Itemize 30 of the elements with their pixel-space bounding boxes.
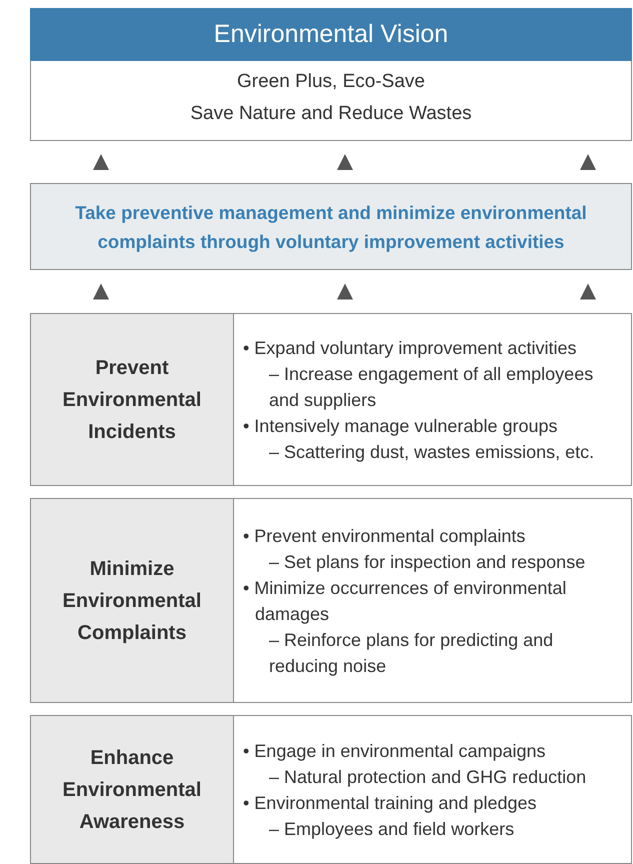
bullet-item: • Minimize occurrences of environmental damages <box>243 576 568 626</box>
bullet-item: • Prevent environmental complaints <box>243 524 526 548</box>
up-arrow <box>337 283 353 300</box>
bullet-item: • Engage in environmental campaigns <box>243 740 546 763</box>
up-arrow <box>93 154 109 170</box>
sub-item: – Set plans for inspection and response <box>268 550 586 574</box>
strategy-row <box>30 498 632 703</box>
heading-band: Environmental Vision <box>30 8 632 61</box>
sub-item: – Reinforce plans for predicting and reducing noise <box>268 628 554 678</box>
sub-item: – Employees and field workers <box>268 818 516 841</box>
up-arrow <box>93 283 109 300</box>
panel-box <box>30 183 632 270</box>
up-arrow <box>580 283 596 300</box>
category-title: Minimize Environmental Complaints <box>62 556 202 646</box>
bullet-item: • Intensively manage vulnerable groups <box>243 414 558 438</box>
vision-text: Save Nature and Reduce Wastes <box>189 103 473 125</box>
strategy-row <box>30 715 632 864</box>
panel-box <box>30 8 632 141</box>
strategy-row <box>30 313 632 486</box>
category-title: Enhance Environmental Awareness <box>62 746 202 834</box>
category-title: Prevent Environmental Incidents <box>62 356 202 444</box>
vision-text: Green Plus, Eco-Save <box>236 71 426 93</box>
bullet-item: • Expand voluntary improvement activities <box>243 336 578 360</box>
up-arrow <box>337 154 353 170</box>
bullet-item: • Environmental training and pledges <box>243 792 538 815</box>
sub-item: – Increase engagement of all employees and suppliers <box>268 362 594 412</box>
mission-statement: Take preventive management and minimize environmental complaints through voluntary improvement activities <box>74 200 588 254</box>
sub-item: – Natural protection and GHG reduction <box>268 766 588 789</box>
sub-item: – Scattering dust, wastes emissions, etc. <box>268 440 596 464</box>
up-arrow <box>580 154 596 170</box>
